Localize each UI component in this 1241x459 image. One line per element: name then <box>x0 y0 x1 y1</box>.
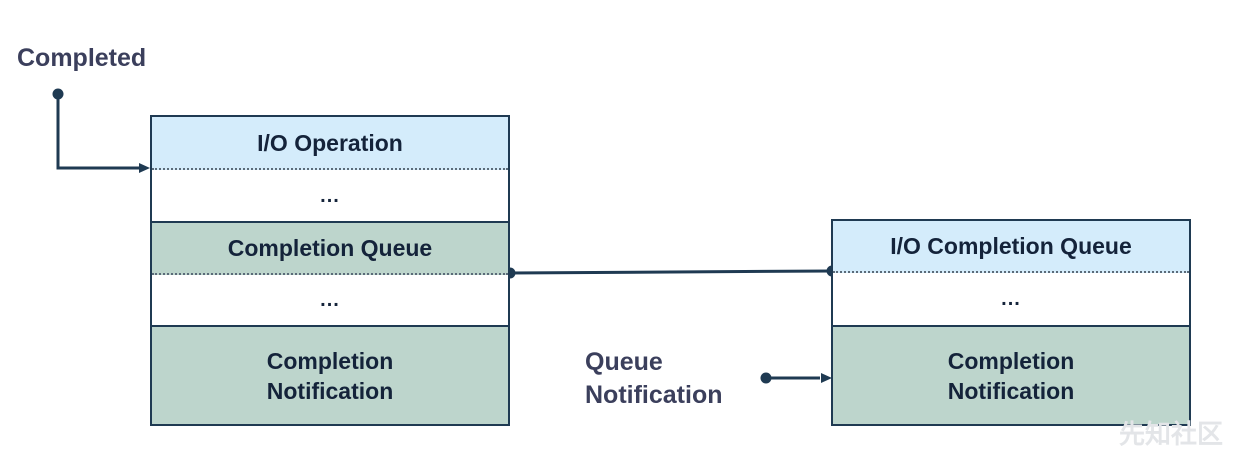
completion-notification-line2: Notification <box>266 377 394 404</box>
completion-notification-line2: Notification <box>947 377 1075 404</box>
completed-arrow-line <box>56 94 140 170</box>
completion-notification-row: Completion Notification <box>152 327 508 424</box>
io-completion-queue-row: I/O Completion Queue <box>833 221 1189 273</box>
ellipsis-row: ... <box>152 170 508 223</box>
queue-notification-arrowhead <box>821 373 832 383</box>
io-completion-queue-structure: I/O Completion Queue ... Completion Noti… <box>831 219 1191 426</box>
queue-link-line <box>509 269 833 275</box>
queue-notification-line1: Queue <box>585 348 663 376</box>
completion-notification-row: Completion Notification <box>833 327 1189 424</box>
ellipsis-row: ... <box>833 273 1189 327</box>
watermark: 先知社区 <box>1118 420 1223 450</box>
completion-notification-line1: Completion <box>266 347 394 374</box>
completed-label: Completed <box>17 44 147 72</box>
completion-queue-row: Completion Queue <box>152 223 508 275</box>
completion-notification-line1: Completion <box>947 347 1075 374</box>
io-operation-row: I/O Operation <box>152 117 508 170</box>
queue-notification-line2: Notification <box>585 381 723 409</box>
queue-notification-label: Queue Notification <box>585 346 723 412</box>
completed-arrowhead <box>139 163 150 173</box>
io-operation-structure: I/O Operation ... Completion Queue ... C… <box>150 115 510 426</box>
ellipsis-row: ... <box>152 275 508 327</box>
